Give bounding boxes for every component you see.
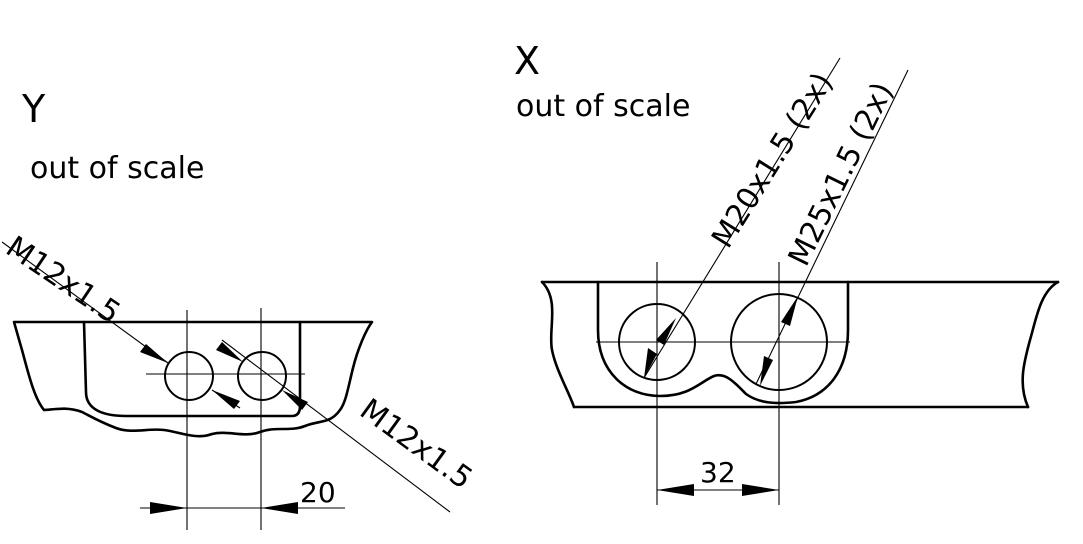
view-x: X out of scale M20x1.5 (2x) M25x1.5 (2x): [514, 39, 1060, 505]
view-x-arrow-small-2: [644, 348, 657, 378]
view-y-dim-arrow-right: [261, 502, 298, 514]
view-x-arrow-large-1: [781, 296, 798, 326]
view-x-subtitle: out of scale: [516, 89, 690, 124]
view-x-arrow-small-1: [656, 318, 676, 345]
view-y-subtitle: out of scale: [30, 151, 204, 186]
view-x-dimension-value: 32: [700, 456, 736, 489]
view-y-arrow-lower-1: [216, 342, 243, 362]
view-y-dim-arrow-left: [150, 502, 187, 514]
view-x-hole-small: [618, 303, 696, 381]
view-y-leader-lower: [221, 339, 451, 513]
view-y-pocket: [82, 320, 302, 418]
view-y-thread-label-upper: M12x1.5: [0, 230, 126, 331]
view-x-break-left: [540, 280, 576, 409]
view-y-title: Y: [21, 87, 46, 131]
view-x-leader-large: [755, 69, 909, 385]
view-y-dimension-value: 20: [300, 476, 336, 509]
view-y-arrow-upper-2: [212, 390, 240, 409]
view-y-arrow-upper-1: [140, 344, 168, 363]
view-x-break-right: [1021, 280, 1060, 409]
view-x-pocket: [596, 280, 850, 405]
view-x-leader-small: [643, 57, 841, 379]
view-y-hole-right: [237, 351, 287, 401]
view-y-body-outline: [12, 320, 374, 438]
view-x-arrow-large-2: [760, 356, 773, 386]
view-y-hole-left: [164, 351, 214, 401]
view-y-thread-label-lower: M12x1.5: [353, 392, 478, 496]
view-x-hole-large: [730, 293, 828, 391]
view-y: Y out of scale M12x1.5 M12x1.5 20: [0, 87, 479, 530]
view-x-dim-arrow-left: [657, 484, 694, 496]
view-x-dim-arrow-right: [742, 484, 779, 496]
view-y-arrow-lower-2: [282, 390, 308, 410]
view-y-leader-upper: [1, 241, 169, 364]
view-x-title: X: [514, 39, 540, 83]
